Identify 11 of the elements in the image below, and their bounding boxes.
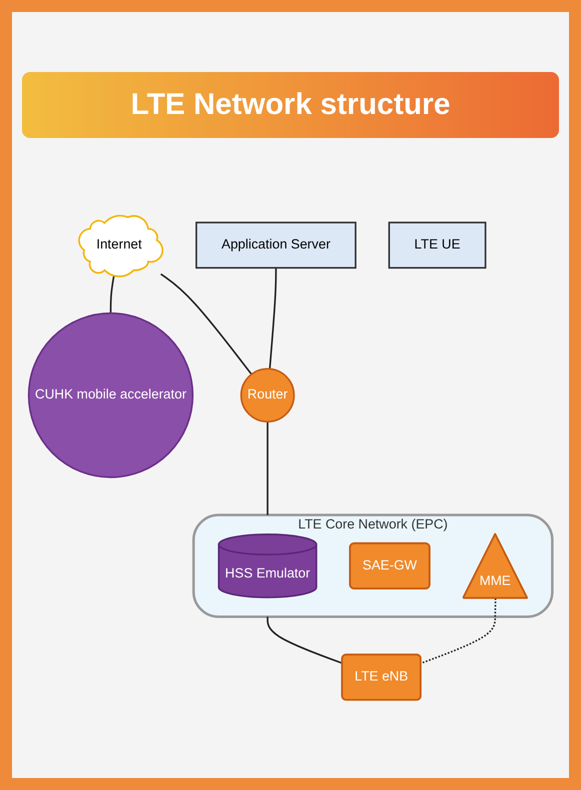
node-circle: Router (240, 368, 295, 423)
node-circle: CUHK mobile accelerator (28, 312, 194, 478)
title-banner: LTE Network structure (22, 72, 559, 138)
connector (266, 617, 343, 664)
node-box: LTE UE (388, 222, 486, 269)
connector (420, 598, 496, 664)
connector (160, 274, 252, 376)
connector (268, 268, 277, 370)
connector (110, 276, 115, 314)
node-box: Application Server (195, 222, 356, 269)
connector (266, 422, 268, 516)
